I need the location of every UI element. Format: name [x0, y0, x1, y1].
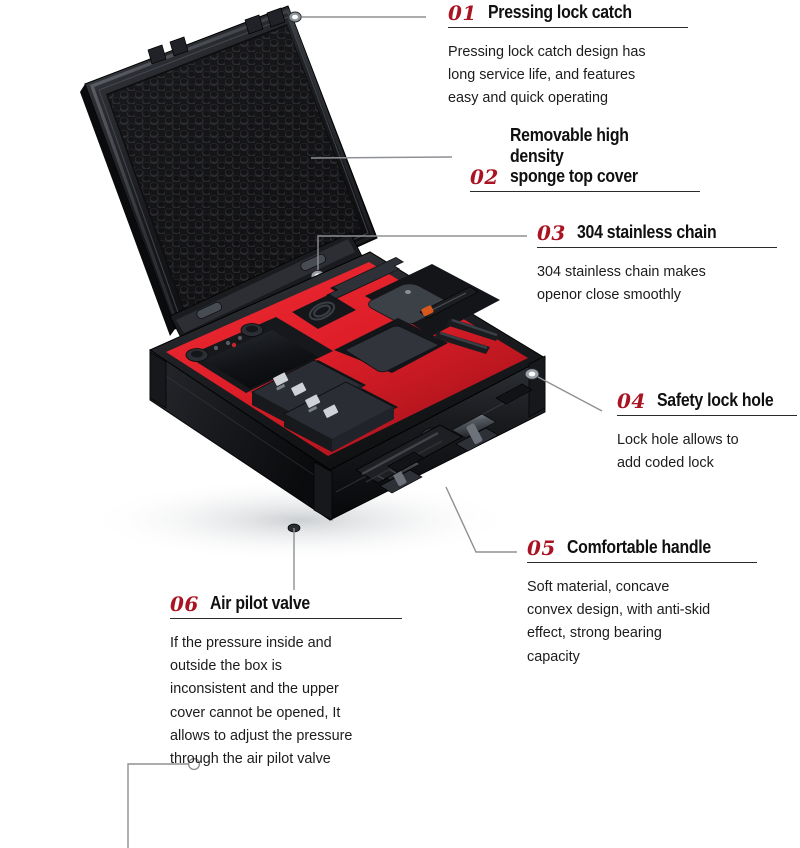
- callout-04-body: Lock hole allows to add coded lock: [617, 431, 739, 471]
- callout-03-body: 304 stainless chain makes openor close s…: [537, 263, 706, 303]
- arm-cutout: [334, 318, 448, 373]
- cable-cutout: [292, 294, 356, 329]
- callout-05-title: Comfortable handle: [566, 537, 711, 557]
- drone-body-cutout: [365, 264, 500, 336]
- callout-06-title: Air pilot valve: [209, 593, 310, 613]
- callout-05-body: Soft material, concave convex design, wi…: [527, 578, 711, 665]
- callout-03-title: 304 stainless chain: [576, 222, 717, 242]
- callout-04-title: Safety lock hole: [656, 390, 774, 410]
- callout-04-number: 04: [617, 388, 646, 413]
- controller-cutout: [185, 317, 333, 393]
- callout-06-air-pilot-valve: 06 Air pilot valve If the pressure insid…: [170, 593, 402, 771]
- pressing-lock-catch-eyelet: [288, 11, 302, 23]
- callout-01-head: 01 Pressing lock catch: [448, 2, 688, 28]
- callout-04-head: 04 Safety lock hole: [617, 390, 797, 416]
- callout-02-title: Removable high density sponge top cover: [509, 125, 638, 187]
- callout-03-head: 03 304 stainless chain: [537, 222, 777, 248]
- callout-04-safety-lock-hole: 04 Safety lock hole Lock hole allows to …: [617, 390, 797, 475]
- propeller-cutouts-right: [434, 318, 500, 354]
- intelligent-flight-battery-2: [283, 381, 395, 452]
- callout-03-stainless-chain: 03 304 stainless chain 304 stainless cha…: [537, 222, 777, 307]
- callout-06-head: 06 Air pilot valve: [170, 593, 402, 619]
- safety-lock-hole: [524, 368, 540, 380]
- callout-06-number: 06: [170, 591, 199, 616]
- callout-01-title: Pressing lock catch: [487, 2, 632, 22]
- product-photo: [0, 0, 560, 580]
- case-feet: [387, 383, 533, 473]
- callout-02-number: 02: [470, 164, 499, 189]
- callout-05-head: 05 Comfortable handle: [527, 537, 757, 563]
- leader-line-07: [127, 763, 188, 848]
- callout-01-body: Pressing lock catch design has long serv…: [448, 43, 646, 107]
- case-lid: [80, 5, 378, 336]
- callout-02-head: 02 Removable high density sponge top cov…: [470, 125, 700, 192]
- callout-05-comfortable-handle: 05 Comfortable handle Soft material, con…: [527, 537, 757, 669]
- callout-06-body: If the pressure inside and outside the b…: [170, 634, 353, 768]
- callout-02-removable-sponge-top-cover: 02 Removable high density sponge top cov…: [470, 125, 700, 205]
- lid-lock-tabs: [147, 7, 286, 65]
- case-base: [148, 251, 547, 533]
- air-pilot-valve: [287, 523, 301, 533]
- callout-05-number: 05: [527, 535, 556, 560]
- callout-03-number: 03: [537, 220, 566, 245]
- callout-01-number: 01: [448, 0, 477, 25]
- callout-01-pressing-lock-catch: 01 Pressing lock catch Pressing lock cat…: [448, 2, 688, 111]
- lid-foam-panel: [106, 24, 363, 313]
